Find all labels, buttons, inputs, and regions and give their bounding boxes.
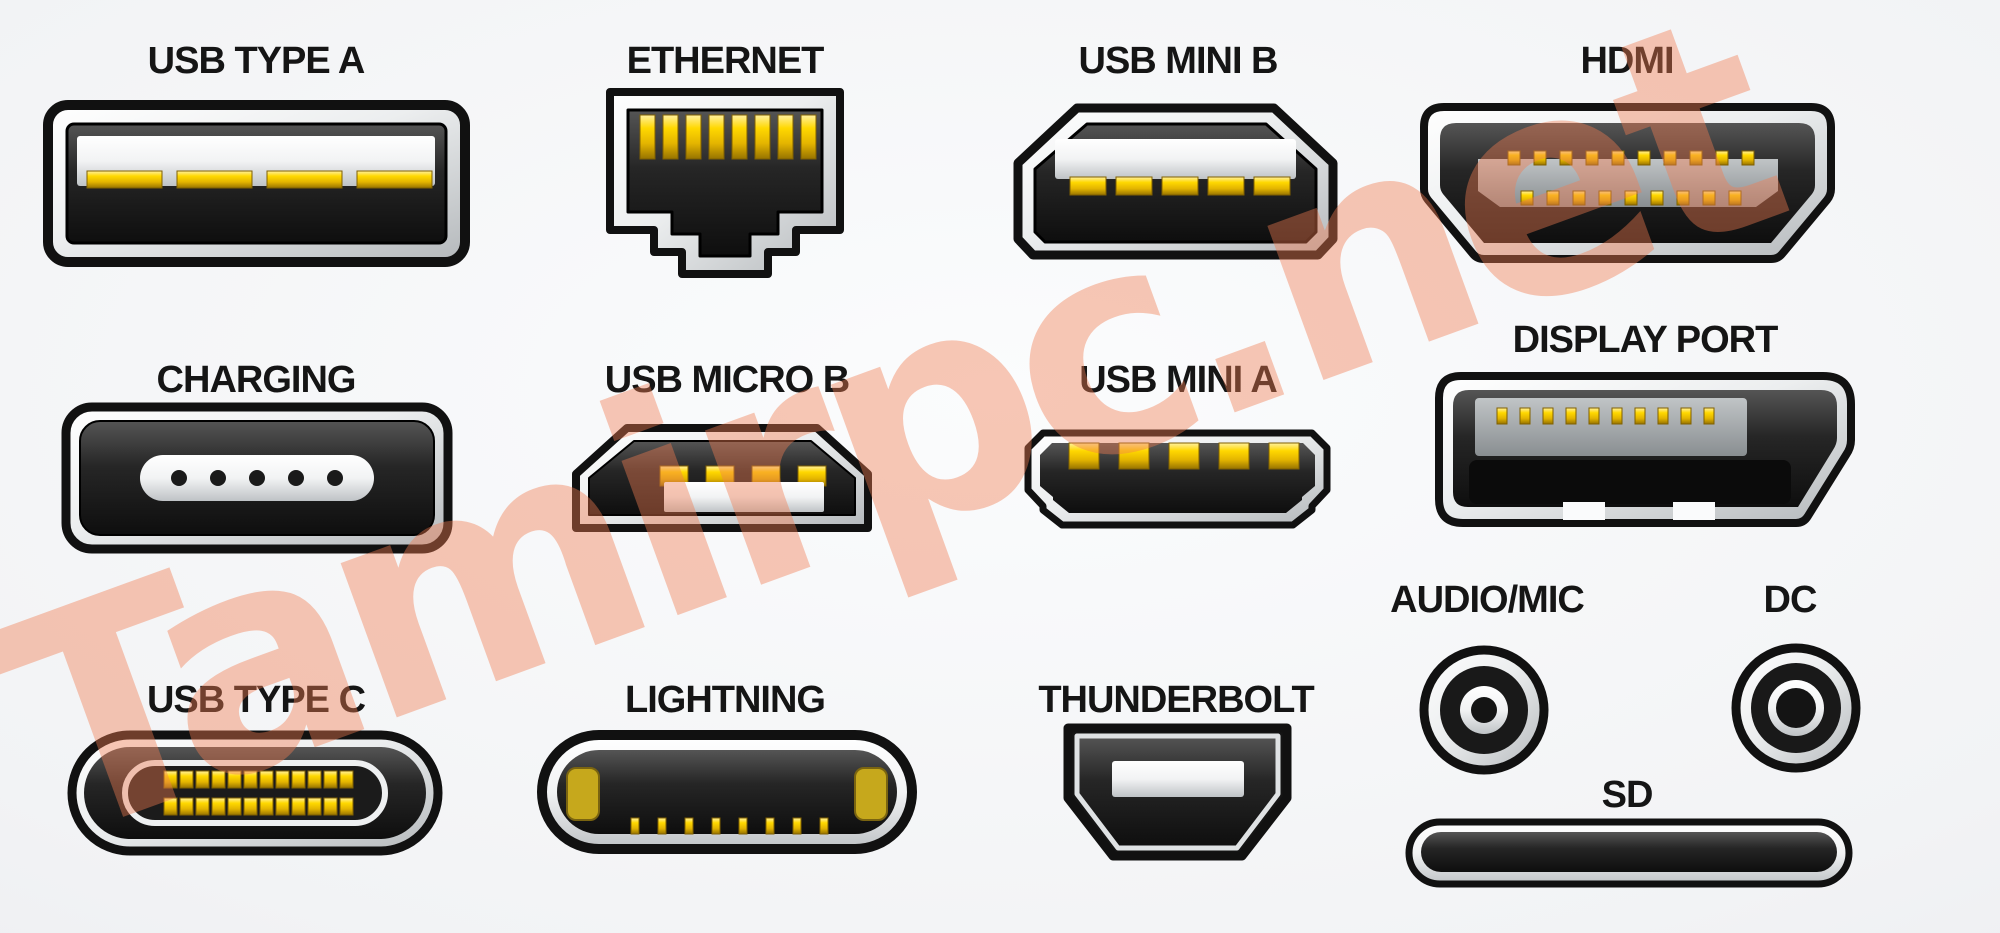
dc-label: DC <box>1763 579 1818 621</box>
hdmi-port <box>1420 103 1835 263</box>
usb-mini-a-label: USB MINI A <box>1079 359 1278 401</box>
ethernet-label: ETHERNET <box>626 40 825 82</box>
audio-mic-label: AUDIO/MIC <box>1390 579 1585 621</box>
audio-mic-port <box>1419 645 1549 775</box>
usb-micro-b-label: USB MICRO B <box>604 359 850 401</box>
sd-slot <box>1405 818 1853 888</box>
lightning-label: LIGHTNING <box>625 679 826 721</box>
display-port-port <box>1435 372 1855 527</box>
usb-micro-b-port <box>572 424 872 532</box>
charging-label: CHARGING <box>156 359 357 401</box>
usb-mini-b-label: USB MINI B <box>1078 40 1279 82</box>
charging-port <box>61 402 453 554</box>
usb-mini-a-port <box>1024 429 1331 529</box>
lightning-port <box>537 730 917 854</box>
usb-type-c-port <box>67 730 443 856</box>
thunderbolt-port <box>1063 723 1292 861</box>
display-port-label: DISPLAY PORT <box>1512 319 1779 361</box>
sd-label: SD <box>1601 774 1654 816</box>
usb-type-c-label: USB TYPE C <box>146 679 366 721</box>
ethernet-port <box>606 88 844 278</box>
usb-type-a-port <box>43 100 470 267</box>
usb-type-a-label: USB TYPE A <box>147 40 366 82</box>
hdmi-label: HDMI <box>1580 40 1674 82</box>
dc-port <box>1731 643 1861 773</box>
usb-mini-b-port <box>1013 103 1338 260</box>
thunderbolt-label: THUNDERBOLT <box>1038 679 1314 721</box>
